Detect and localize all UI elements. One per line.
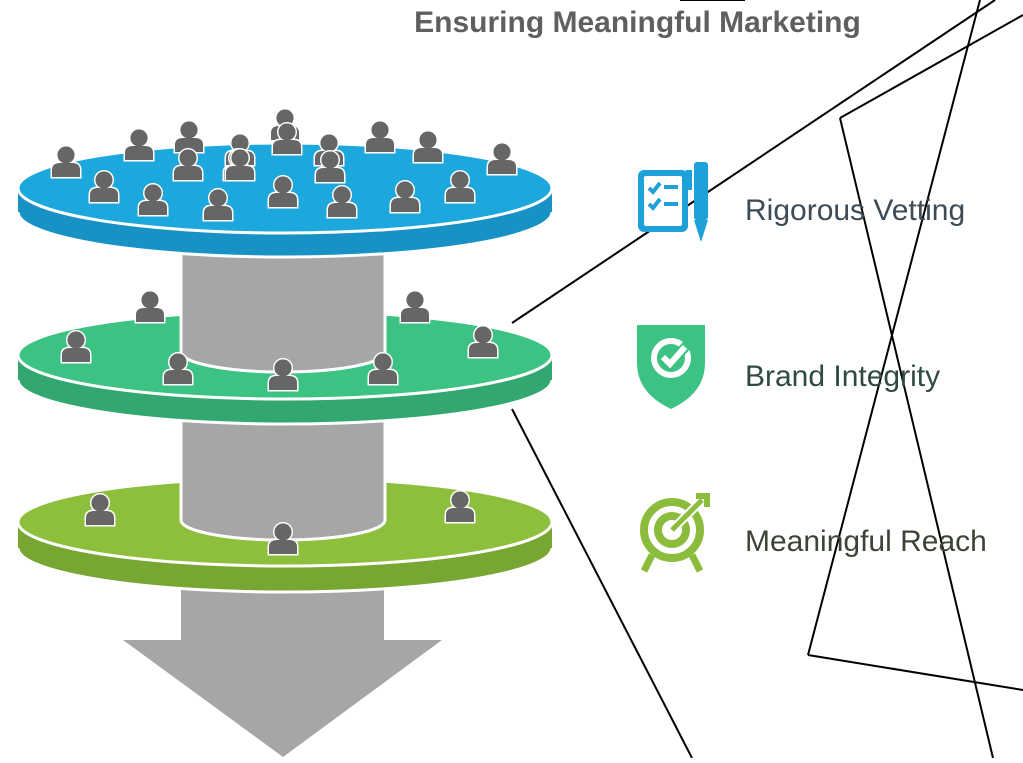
funnel-shaft-upper	[179, 248, 387, 374]
target-arrow-icon	[640, 493, 710, 573]
diagram-title: Ensuring Meaningful Marketing	[0, 6, 1023, 40]
person-icon	[134, 290, 166, 324]
brand-integrity-label: Brand Integrity	[745, 360, 941, 393]
downward-arrow	[123, 585, 442, 757]
person-icon	[399, 290, 431, 324]
diagram-title-text: Ensuring Meaningful Marketing	[414, 6, 861, 39]
overlay-lines	[511, 0, 1023, 759]
person-icon	[173, 120, 205, 154]
shield-check-icon	[637, 325, 705, 409]
rigorous-vetting-label: Rigorous Vetting	[745, 194, 966, 227]
checklist-pen-icon	[638, 162, 708, 242]
meaningful-reach-label: Meaningful Reach	[745, 525, 987, 558]
person-icon	[364, 120, 396, 154]
person-icon	[412, 130, 444, 164]
person-icon	[123, 128, 155, 162]
